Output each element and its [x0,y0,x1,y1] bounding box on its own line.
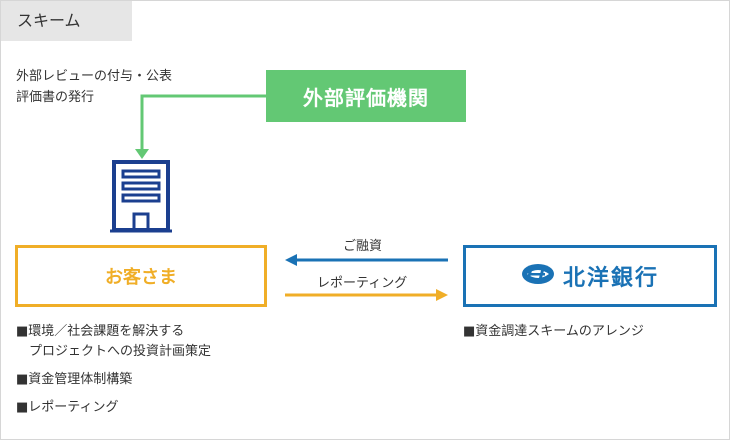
client-role-item: ■レポーティング [16,400,119,415]
client-label: お客さま [105,267,177,288]
bank-box: 北洋銀行 [463,245,717,307]
bank-name: 北洋銀行 [562,266,659,291]
bank-role-item: ■資金調達スキームのアレンジ [463,324,644,339]
client-role-item: ■環境／社会課題を解決する プロジェクトへの投資計画策定 [16,324,212,359]
review-arrow [140,94,266,150]
client-role-list: ■環境／社会課題を解決する プロジェクトへの投資計画策定 ■資金管理体制構築 ■… [16,322,211,426]
external-review-note: 外部レビューの付与・公表 評価書の発行 [16,66,172,108]
external-review-note-line2: 評価書の発行 [16,90,95,105]
client-role-item: ■資金管理体制構築 [16,372,133,387]
scheme-tab-label: スキーム [17,11,81,30]
external-review-note-line1: 外部レビューの付与・公表 [16,69,173,84]
reporting-label: レポーティング [317,276,408,291]
client-box: お客さま [15,245,267,307]
office-building-icon [110,159,172,237]
review-arrow-head [135,149,149,159]
financing-arrow-head [285,254,297,266]
external-evaluator-label: 外部評価機関 [303,85,429,110]
bank-role-list: ■資金調達スキームのアレンジ [463,322,644,350]
scheme-tab: スキーム [1,1,132,41]
external-evaluator-box: 外部評価機関 [266,70,466,122]
financing-label: ご融資 [343,239,383,254]
reporting-arrow-head [436,289,448,301]
hokuyo-bank-logo-icon [521,263,555,289]
